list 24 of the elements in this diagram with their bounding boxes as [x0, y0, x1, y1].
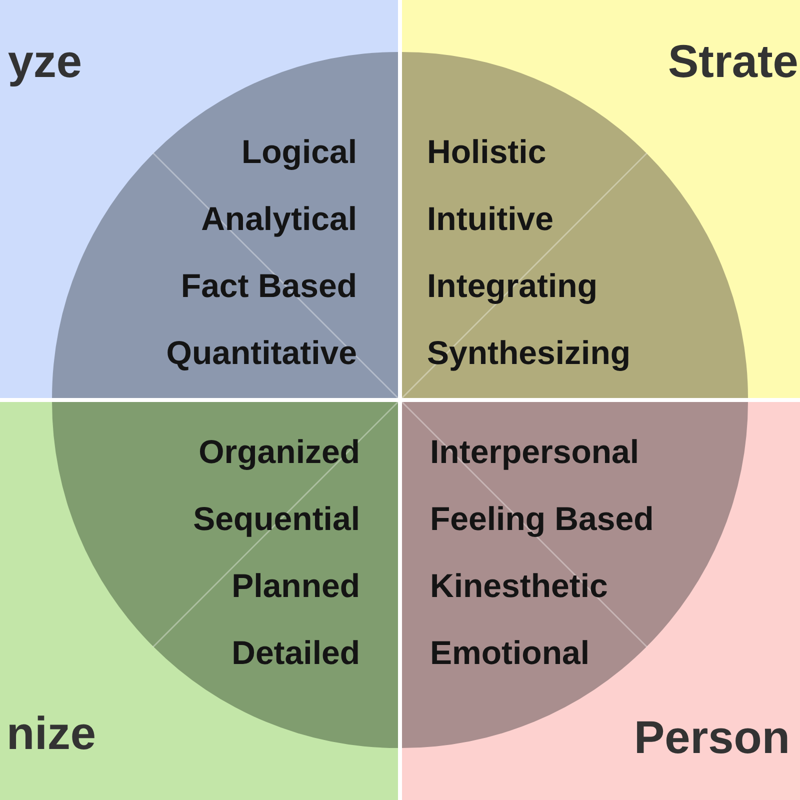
trait-label: Interpersonal — [430, 432, 640, 472]
quadrant-panel — [402, 402, 800, 800]
trait-label: Fact Based — [180, 266, 357, 306]
quadrant-heading: Strate — [668, 38, 798, 84]
trait-label: Intuitive — [427, 199, 554, 239]
trait-label: Emotional — [430, 633, 590, 673]
quadrant-heading: nize — [6, 710, 96, 756]
quadrant-heading: Person — [634, 714, 790, 760]
quadrant-panel — [0, 0, 398, 398]
quadrant-heading: yze — [8, 38, 82, 84]
trait-label: Integrating — [427, 266, 598, 306]
trait-label: Analytical — [201, 199, 357, 239]
trait-label: Detailed — [232, 633, 360, 673]
trait-label: Quantitative — [166, 333, 357, 373]
trait-label: Organized — [198, 432, 360, 472]
trait-label: Synthesizing — [427, 333, 631, 373]
trait-label: Planned — [232, 566, 360, 606]
trait-label: Sequential — [193, 499, 360, 539]
trait-label: Holistic — [427, 132, 546, 172]
trait-label: Kinesthetic — [430, 566, 608, 606]
trait-label: Feeling Based — [430, 499, 654, 539]
trait-label: Logical — [241, 132, 357, 172]
quadrant-panel — [0, 402, 398, 800]
quadrant-panel — [402, 0, 800, 398]
